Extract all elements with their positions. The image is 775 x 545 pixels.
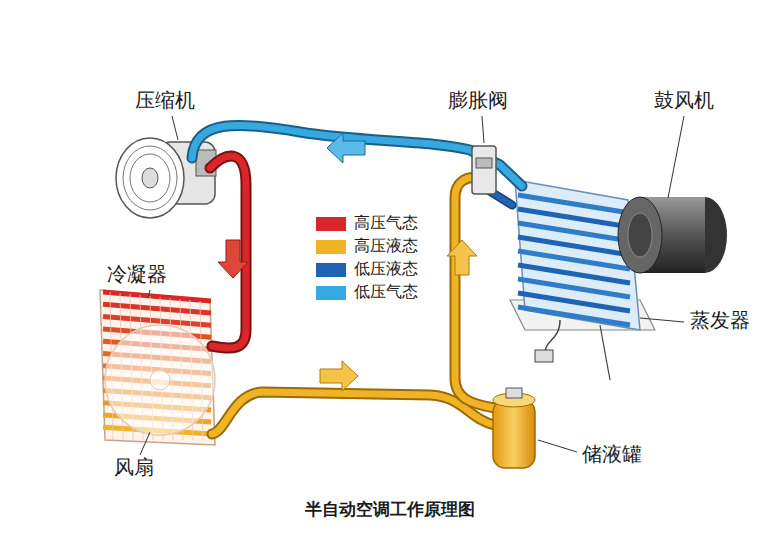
condenser-tube (103, 317, 211, 326)
legend-text: 低压气态 (354, 282, 418, 303)
leader-lines (140, 116, 684, 455)
legend-text: 高压气态 (354, 213, 418, 234)
condenser-tube (103, 304, 211, 313)
legend-row: 低压液态 (316, 258, 418, 281)
fan (105, 325, 215, 435)
legend-row: 高压液态 (316, 235, 418, 258)
blower (618, 197, 727, 273)
legend-row: 低压气态 (316, 281, 418, 304)
condenser-tube (103, 292, 211, 301)
legend-swatch (316, 217, 346, 231)
part-label: 蒸发器 (688, 308, 752, 332)
caption: 半自动空调工作原理图 (302, 498, 478, 521)
evaporator-tube (518, 307, 630, 325)
part-label: 压缩机 (133, 88, 197, 112)
legend-row: 高压气态 (316, 212, 418, 235)
part-label: 储液罐 (580, 442, 644, 466)
legend-text: 高压液态 (354, 236, 418, 257)
legend-swatch (316, 240, 346, 254)
legend: 高压气态高压液态低压液态低压气态 (316, 212, 418, 304)
expansion-valve (472, 146, 496, 194)
part-label: 膨胀阀 (446, 88, 510, 112)
pipes (192, 125, 522, 434)
legend-text: 低压液态 (354, 259, 418, 280)
legend-swatch (316, 263, 346, 277)
flow-arrows (218, 133, 477, 391)
receiver-drier (493, 388, 535, 468)
part-label: 鼓风机 (652, 88, 716, 112)
part-label: 冷凝器 (105, 262, 169, 286)
legend-swatch (316, 286, 346, 300)
compressor (116, 138, 216, 218)
part-label: 风扇 (112, 455, 156, 479)
condenser (100, 290, 215, 445)
